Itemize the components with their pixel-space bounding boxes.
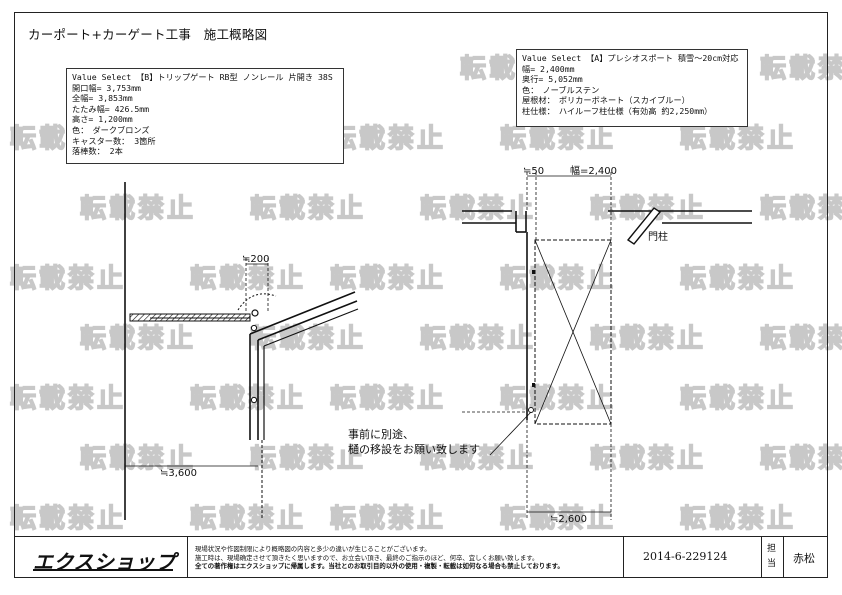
spec-carport-line: 幅= 2,400mm [522,63,575,74]
dim-200-label: ≒200 [242,254,269,265]
sloped-wall-inner [257,300,358,341]
drawing-frame [14,12,828,578]
copyright-line: 全ての著作権はエクスショップに帰属します。当社とのお取引目的以外の使用・複製・転… [195,562,564,571]
post-marker-1 [532,270,535,274]
spec-gate-line: 高さ= 1,200mm [72,114,133,125]
footer-divider [187,537,188,578]
footer-divider [761,537,762,578]
footer-divider [783,537,784,578]
spec-gate-line: 色： ダークブロンズ [72,124,150,135]
disclaimer-line: 現場状況や作図制限により概略図の内容と多少の違いが生じることがございます。 [195,545,431,553]
disclaimer-line: 施工時は、現場确定させて頂きたく思いますので、お立会い頂き、最終のご指示のほど、… [195,553,539,562]
disclaimer: 現場状況や作図制限により概略図の内容と多少の違いが生じることがございます。 施工… [195,545,564,571]
gate-post-label: 門柱 [648,230,668,243]
spec-gate-line: キャスター数： 3箇所 [72,135,156,146]
hinge-post [251,309,259,317]
dim-50-label: ≒50 [523,166,544,177]
footer-divider [623,537,624,578]
title-block: エクスショップ 現場状況や作図制限により概略図の内容と多少の違いが生じることがご… [15,536,827,578]
spec-carport-line: 奥行= 5,052mm [522,74,583,85]
spec-gate-line: Value Select 【B】トリップゲート RB型 ノンレール 片開き 38… [72,72,333,82]
carport-cross-2 [534,239,612,425]
sloped-wall-inner2 [263,308,359,347]
spec-gate-line: 全幅= 3,853mm [72,93,133,104]
carport-footprint [534,239,612,425]
spec-gate-line: 開口幅= 3,753mm [72,82,141,93]
staff-name: 赤松 [793,552,815,565]
note-leader [489,411,532,456]
spec-box-gate: Value Select 【B】トリップゲート RB型 ノンレール 片開き 38… [66,68,344,164]
spec-box-carport: Value Select 【A】プレシオスポート 積雪～20cm対応 幅= 2,… [516,49,748,127]
gutter-relocation-note: 事前に別途、 樋の移設をお願い致します [348,427,480,457]
post-mark-1 [250,324,258,332]
spec-carport-line: 柱仕様： ハイルーフ柱仕様（有効高 約2,250mm） [522,105,713,116]
spec-carport-line: 色： ノーブルステン [522,84,600,95]
page-title: カーポート+カーゲート工事 施工概略図 [28,27,268,42]
note-line-2: 樋の移設をお願い致します [348,443,480,456]
dim-3600-label: ≒3,600 [160,468,197,479]
dim-2400-label: 幅=2,400 [570,164,617,177]
document-number: 2014-6-229124 [643,550,728,563]
spec-gate-line: 落棒数： 2本 [72,146,123,157]
gate-post-shape [626,207,662,245]
spec-carport-line: 屋根材： ポリカーボネート（スカイブルー） [522,95,690,106]
logo-underline [33,569,173,571]
dim-2600-label: ≒2,600 [550,514,587,525]
spec-carport-line: Value Select 【A】プレシオスポート 積雪～20cm対応 [522,53,739,63]
post-marker-2 [532,383,535,387]
downspout [528,407,534,413]
staff-label: 担当 [767,544,777,569]
sloped-wall-outer [249,291,356,335]
note-line-1: 事前に別途、 [348,428,414,441]
gate-swing-arc [237,293,277,311]
post-mark-2 [250,396,258,404]
spec-gate-line: たたみ幅= 426.5mm [72,103,150,114]
